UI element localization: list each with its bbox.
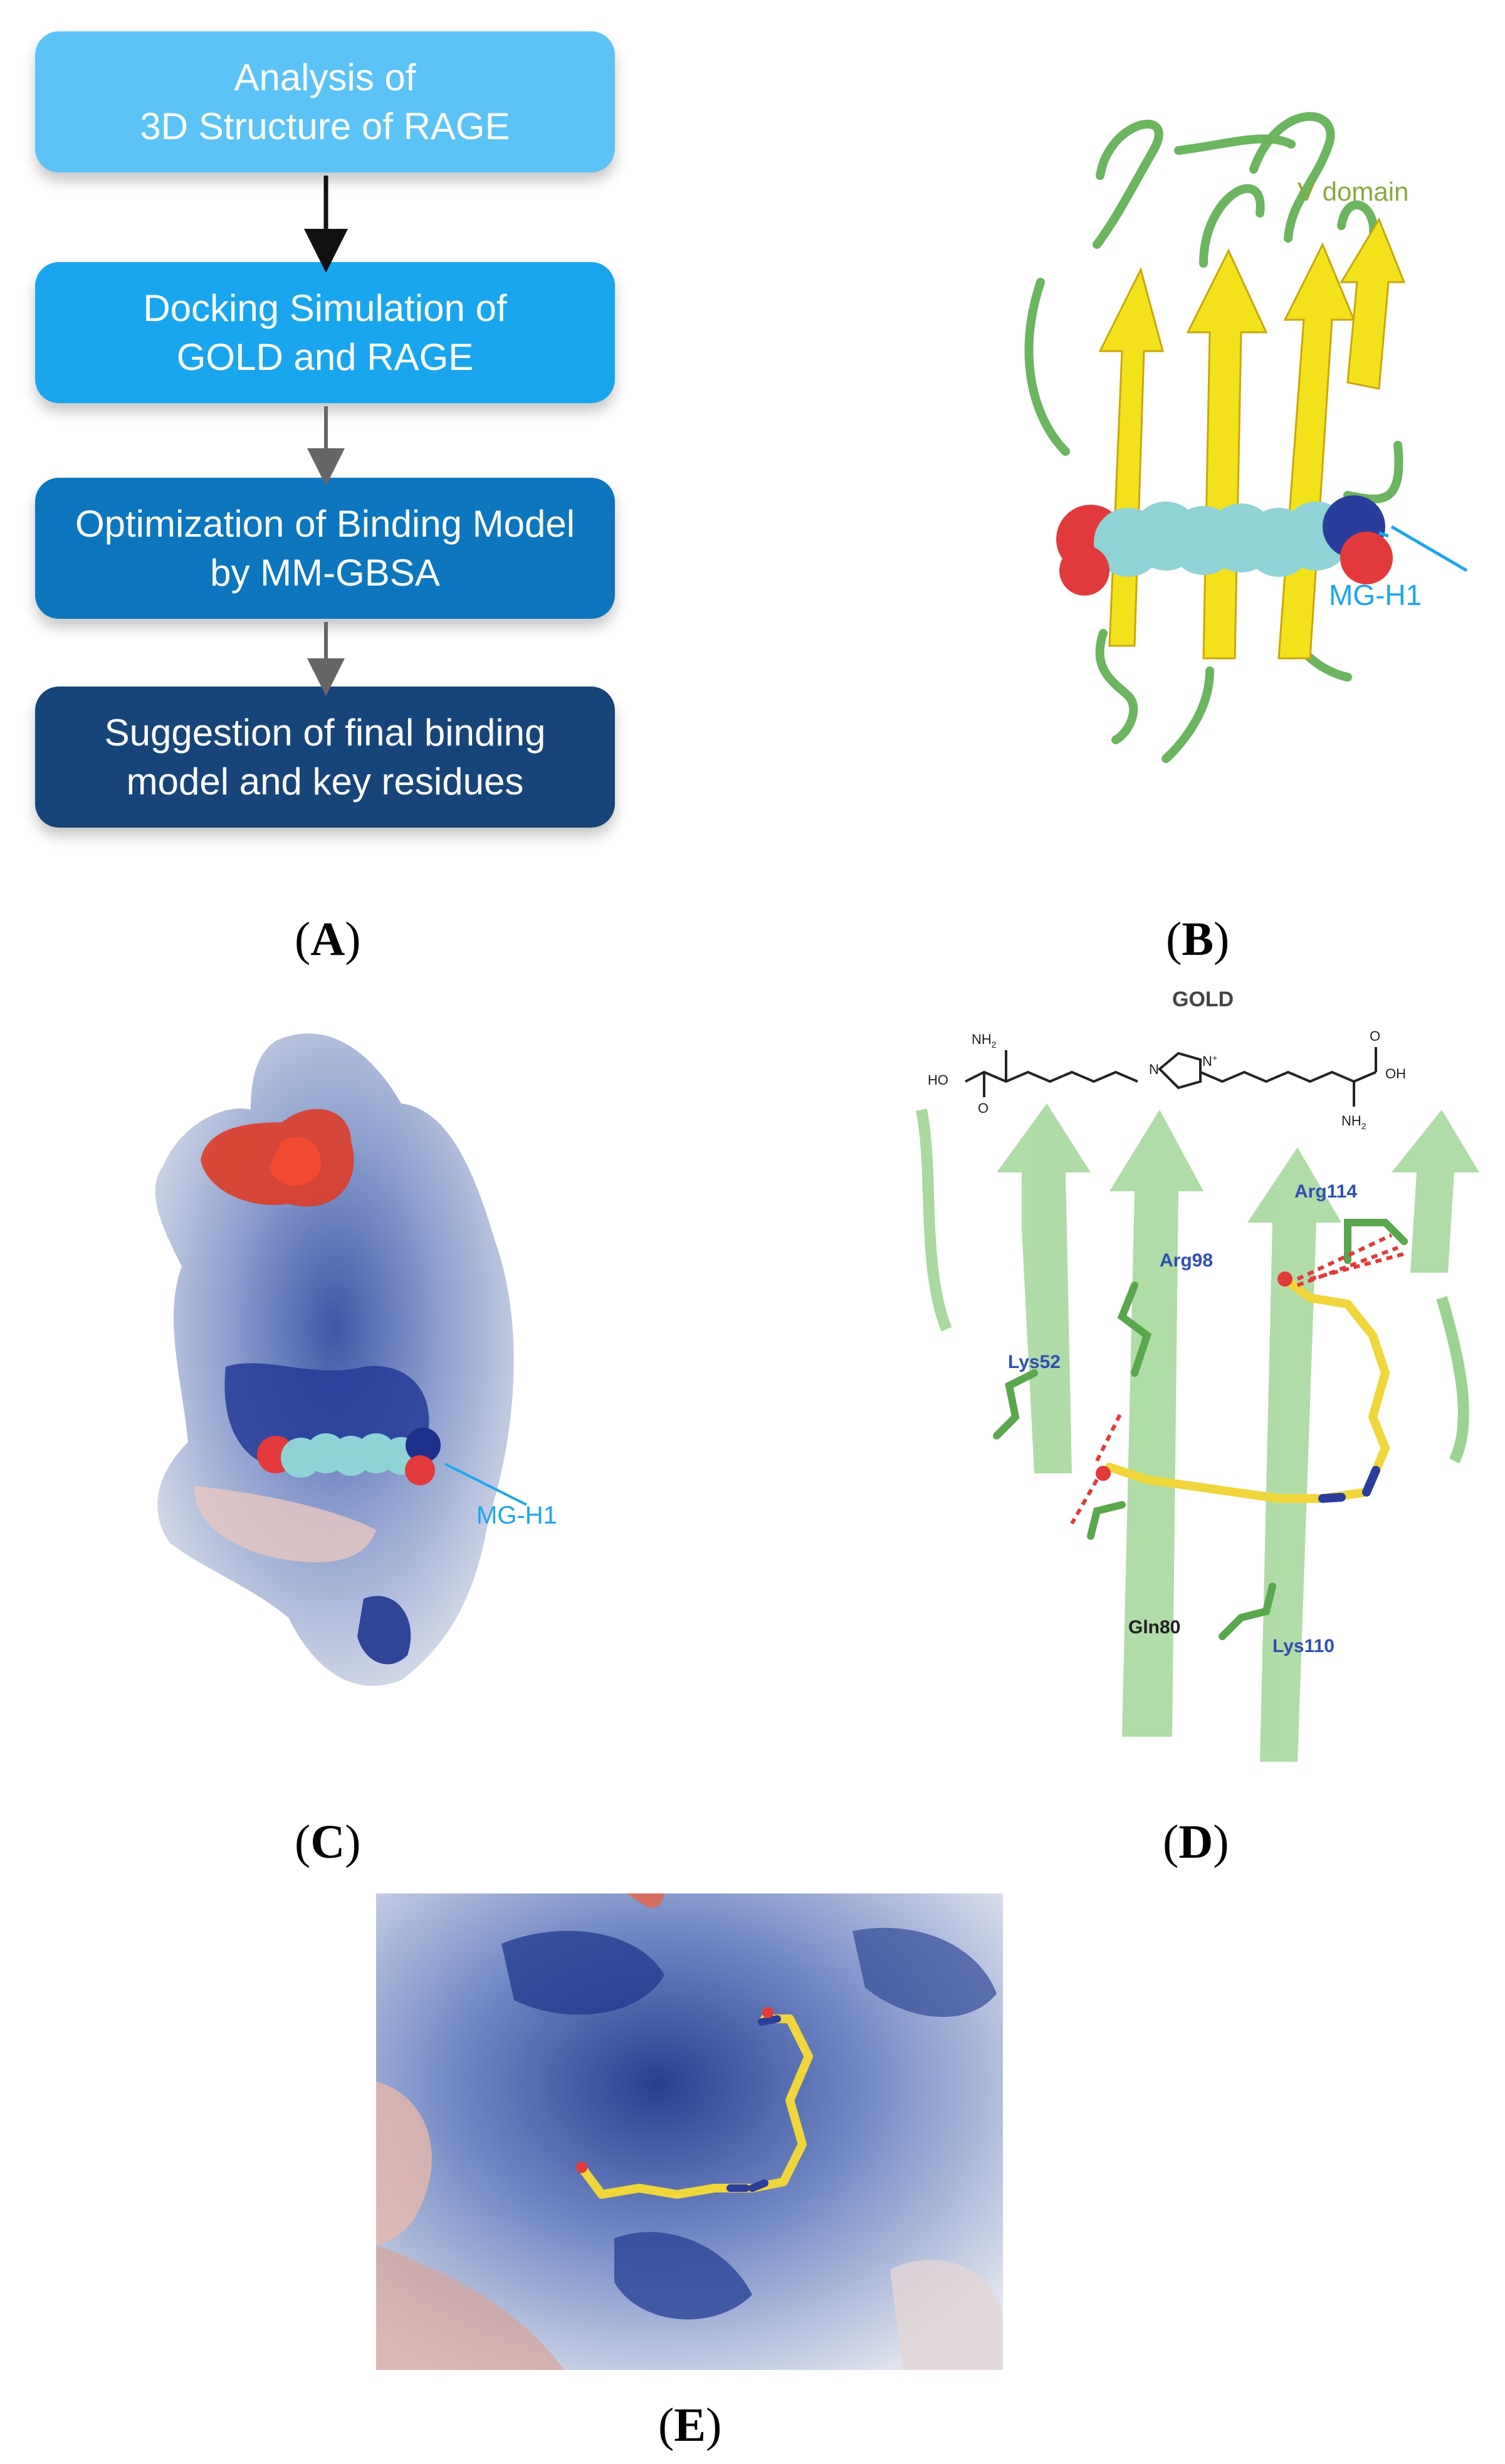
flow-step-1-line1: Analysis of <box>234 56 416 98</box>
flow-step-2-line2: GOLD and RAGE <box>176 335 474 378</box>
ho-label: HO <box>928 1072 948 1088</box>
mgh1-label-c: MG-H1 <box>476 1502 557 1529</box>
residue-lys52: Lys52 <box>1008 1352 1061 1372</box>
flow-step-3: Optimization of Binding Model by MM-GBSA <box>35 478 615 619</box>
caption-d: (D) <box>1163 1816 1229 1868</box>
mgh1-label-b: MG-H1 <box>1329 579 1422 611</box>
v-domain-label: V domain <box>1298 177 1408 206</box>
flow-step-4: Suggestion of final binding model and ke… <box>35 687 615 828</box>
flow-step-2-line1: Docking Simulation of <box>143 287 507 329</box>
residue-arg114: Arg114 <box>1294 1181 1357 1202</box>
caption-e: (E) <box>658 2399 722 2451</box>
ligand-spheres-c <box>257 1428 441 1485</box>
caption-a: (A) <box>295 913 361 966</box>
nplus-label: N <box>1202 1053 1212 1069</box>
residue-sticks <box>993 1219 1408 1640</box>
residue-arg98: Arg98 <box>1160 1250 1213 1271</box>
gold-chemical-structure <box>965 1047 1377 1107</box>
hbond-lines <box>1070 1233 1405 1525</box>
nh2-bottom-label: NH <box>1341 1113 1361 1129</box>
nh2-top-label: NH <box>972 1031 992 1047</box>
flow-step-3-line2: by MM-GBSA <box>210 551 440 594</box>
residue-gln80: Gln80 <box>1128 1617 1180 1638</box>
n-label: N <box>1149 1061 1159 1077</box>
ligand-spheres <box>1056 495 1393 596</box>
flow-step-4-line2: model and key residues <box>126 760 524 803</box>
oh-label: OH <box>1385 1066 1406 1082</box>
flow-arrows <box>304 176 348 696</box>
flow-step-1-line2: 3D Structure of RAGE <box>140 105 510 147</box>
surface-panel-c: MG-H1 <box>155 1033 557 1686</box>
binding-detail-panel-d: GOLD NH2 HO O N N+ O OH NH2 <box>916 987 1479 1762</box>
svg-text:N+: N+ <box>1202 1053 1217 1069</box>
svg-text:NH2: NH2 <box>972 1031 997 1050</box>
o-left-label: O <box>978 1100 988 1116</box>
ribbon-structure-panel: V domain MG-H1 <box>1024 112 1468 763</box>
ligand-pointer-c-icon <box>444 1463 527 1506</box>
flow-step-1: Analysis of 3D Structure of RAGE <box>35 31 615 172</box>
svg-text:NH2: NH2 <box>1341 1113 1366 1131</box>
caption-c: (C) <box>295 1816 361 1868</box>
flow-step-4-line1: Suggestion of final binding <box>104 711 546 754</box>
green-sheet <box>997 1103 1479 1762</box>
residue-lys110: Lys110 <box>1272 1636 1335 1656</box>
flow-step-2: Docking Simulation of GOLD and RAGE <box>35 262 615 403</box>
ligand-pointer-icon <box>1378 531 1389 538</box>
caption-b: (B) <box>1166 913 1230 966</box>
surface-panel-e <box>376 1893 1003 2370</box>
flow-step-3-line1: Optimization of Binding Model <box>75 502 575 545</box>
o-right-label: O <box>1370 1028 1380 1044</box>
gold-title: GOLD <box>1172 987 1234 1011</box>
